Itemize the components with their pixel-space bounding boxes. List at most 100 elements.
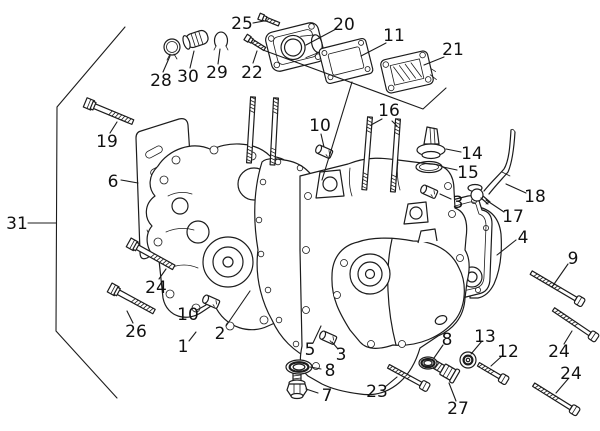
leader-line-2	[225, 290, 251, 327]
stud-16-b-glyph	[389, 118, 401, 193]
screw-22-glyph	[243, 33, 267, 52]
part-20-manifold-glyph	[265, 22, 325, 72]
part-15-oring-glyph	[415, 160, 443, 174]
part-label-30: 30	[177, 67, 199, 87]
bolt-24-bottom-glyph	[532, 382, 581, 417]
leader-line-22	[252, 50, 258, 64]
part-label-16: 16	[378, 101, 400, 121]
part-21-reed-valve-glyph	[380, 50, 437, 94]
part-18-hose-glyph	[483, 128, 516, 195]
leader-line-29	[217, 48, 221, 65]
part-label-23: 23	[366, 382, 388, 402]
dowel-3-top-glyph	[420, 184, 439, 199]
part-7-drain-plug-glyph	[286, 372, 308, 400]
part-label-10: 10	[177, 305, 199, 325]
leader-line-11	[360, 42, 387, 57]
leader-line-25	[252, 20, 265, 24]
leader-line-6	[120, 179, 139, 184]
leader-line-28	[162, 55, 171, 73]
part-label-19: 19	[96, 132, 118, 152]
left-group-bracket	[55, 26, 126, 399]
leader-line-9	[551, 263, 569, 288]
screw-25-glyph	[257, 12, 281, 27]
leader-line-14	[445, 148, 462, 153]
leader-line-8	[309, 366, 322, 370]
leader-line-7	[305, 388, 319, 394]
bolt-23-glyph	[386, 363, 431, 392]
leader-line-23	[384, 376, 398, 388]
bolt-9-glyph	[529, 270, 586, 308]
leader-line-10	[196, 304, 207, 311]
leader-line-13	[470, 340, 483, 355]
part-29-clip-glyph	[213, 31, 229, 51]
part-label-8: 8	[325, 361, 336, 381]
leader-line-4	[496, 239, 517, 256]
part-label-12: 12	[497, 342, 519, 362]
dowel-10-top-glyph	[315, 144, 334, 159]
dowel-10-bottom-glyph	[202, 294, 221, 309]
part-label-9: 9	[568, 249, 579, 269]
leader-line-27	[448, 382, 457, 402]
part-label-18: 18	[524, 187, 546, 207]
stud-left-a-glyph	[245, 96, 256, 164]
hardware-layer	[82, 12, 600, 417]
part-label-11: 11	[383, 26, 405, 46]
part-30-sleeve-glyph	[182, 29, 209, 50]
screw-12-glyph	[476, 361, 510, 386]
leader-line-26	[126, 310, 134, 324]
part-label-10: 10	[309, 116, 331, 136]
part-label-25: 25	[231, 14, 253, 34]
part-label-31: 31	[6, 214, 28, 234]
part-label-4: 4	[518, 228, 529, 248]
part-label-6: 6	[108, 172, 119, 192]
leader-line-3	[331, 341, 339, 350]
stud-16-a-glyph	[361, 116, 373, 191]
part-label-13: 13	[474, 327, 496, 347]
leader-line-16	[370, 118, 383, 126]
part-label-24: 24	[548, 342, 570, 362]
leader-line-1	[188, 331, 197, 342]
engine-illustration	[135, 118, 502, 396]
part-label-26: 26	[125, 322, 147, 342]
leader-line-24	[563, 330, 573, 345]
part-label-20: 20	[333, 15, 355, 35]
part-label-15: 15	[457, 163, 479, 183]
part-label-27: 27	[447, 399, 469, 419]
leader-line-19	[109, 121, 118, 134]
part-label-22: 22	[241, 63, 263, 83]
leader-line-21	[423, 56, 445, 66]
part-label-17: 17	[502, 207, 524, 227]
part-11-gasket-glyph	[318, 37, 374, 85]
leader-line-16	[391, 120, 398, 127]
part-label-21: 21	[442, 40, 464, 60]
part-label-3: 3	[336, 345, 347, 365]
part-28-clamp-glyph	[163, 38, 181, 61]
leader-line-24	[555, 378, 569, 394]
part-label-24: 24	[560, 364, 582, 384]
intake-group-connector	[321, 81, 353, 181]
washer-13-glyph	[459, 351, 477, 369]
leader-line-8	[433, 344, 444, 359]
bolt-24-left-glyph	[125, 237, 176, 271]
bolt-24-mid-glyph	[551, 307, 600, 343]
washer-8-left-glyph	[285, 359, 313, 375]
leader-line-24	[158, 268, 167, 280]
part-label-3: 3	[453, 193, 464, 213]
leader-line-5	[312, 325, 322, 344]
part-label-7: 7	[322, 386, 333, 406]
part-label-5: 5	[305, 340, 316, 360]
stud-left-b-glyph	[269, 97, 279, 166]
part-label-1: 1	[178, 337, 189, 357]
intake-group-bracket	[262, 49, 447, 110]
leader-line-12	[490, 355, 503, 367]
part-label-2: 2	[215, 324, 226, 344]
leader-line-10	[320, 133, 325, 148]
leader-line-20	[305, 28, 337, 46]
leader-line-18	[505, 183, 527, 194]
part-label-14: 14	[461, 144, 483, 164]
part-label-28: 28	[150, 71, 172, 91]
leader-line-15	[442, 166, 458, 171]
washer-8-right-glyph	[418, 356, 438, 370]
